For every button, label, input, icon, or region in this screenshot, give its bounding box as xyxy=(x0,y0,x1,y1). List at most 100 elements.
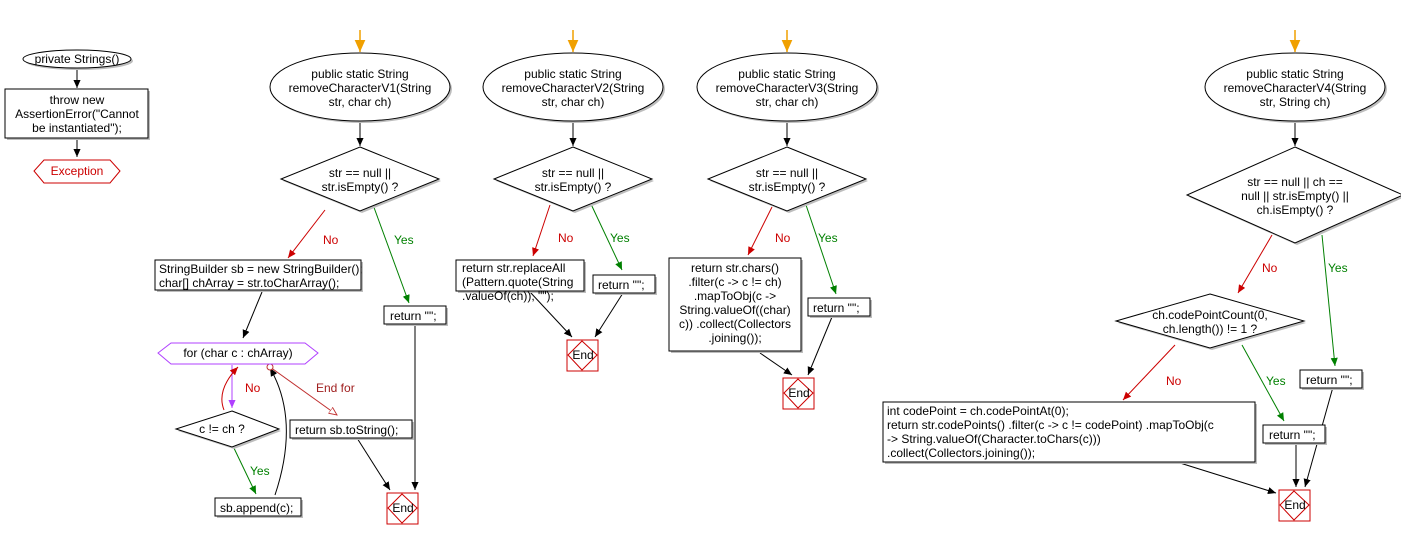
v4-end-node xyxy=(1278,489,1311,522)
edge-v2-decision-no xyxy=(532,204,551,257)
v2-return-empty-label: return ""; xyxy=(598,278,645,292)
edge-v3-decision-no xyxy=(747,206,773,256)
v1-cond-yes-label: Yes xyxy=(250,464,270,478)
v2-return-empty-box xyxy=(592,274,656,294)
edge-v2-replace-end xyxy=(529,291,573,338)
v1-start-line-3: str, char ch) xyxy=(329,95,392,109)
v1-flow: public static String removeCharacterV1(S… xyxy=(154,30,452,525)
edge-v2-decision-yes xyxy=(589,201,623,271)
v4-yes2-label: Yes xyxy=(1266,374,1286,388)
v4-decision-line-2: null || str.isEmpty() || xyxy=(1241,189,1349,203)
v2-start-line-2: removeCharacterV2(String xyxy=(502,81,645,95)
v4-codepoint-line-1: int codePoint = ch.codePointAt(0); xyxy=(887,404,1069,418)
v1-start-line-2: removeCharacterV1(String xyxy=(289,81,432,95)
v3-return-chars-line-1: return str.chars() xyxy=(691,261,779,275)
v4-decision-node xyxy=(1185,146,1401,244)
v4-start-node xyxy=(1204,52,1386,122)
v4-codepoint-line-4: .collect(Collectors.joining()); xyxy=(887,446,1035,460)
v1-return-sb-label: return sb.toString(); xyxy=(295,423,398,437)
v2-start-node xyxy=(482,52,664,122)
v1-cond-label: c != ch ? xyxy=(199,422,245,436)
v3-return-empty-label: return ""; xyxy=(813,301,860,315)
v4-return-empty-2-box xyxy=(1262,424,1326,444)
edge-v4-decision2-no xyxy=(1122,344,1176,401)
v1-return-sb-box xyxy=(289,419,413,439)
v2-return-replace-box xyxy=(455,259,585,292)
v2-end-label: End xyxy=(572,348,593,362)
ctor-throw-line-3: be instantiated"); xyxy=(32,121,122,135)
v2-decision-line-2: str.isEmpty() ? xyxy=(535,180,612,194)
v1-loop-label: for (char c : chArray) xyxy=(183,346,292,360)
v3-decision-node xyxy=(706,146,868,212)
v4-no2-label: No xyxy=(1166,374,1182,388)
edge-v4-decision2-yes xyxy=(1241,344,1285,422)
v3-return-chars-line-4: String.valueOf((char) xyxy=(679,303,790,317)
v4-decision2-line-2: ch.length()) != 1 ? xyxy=(1163,322,1258,336)
v4-start-line-1: public static String xyxy=(1246,67,1343,81)
v1-end-label: End xyxy=(392,501,413,515)
v3-start-line-3: str, char ch) xyxy=(756,95,819,109)
v1-end-diamond xyxy=(387,493,418,524)
v4-start-line-2: removeCharacterV4(String xyxy=(1224,81,1367,95)
v3-return-chars-line-6: .joining()); xyxy=(708,331,761,345)
v1-endfor-label: End for xyxy=(316,381,355,395)
v2-end-diamond xyxy=(567,340,598,371)
v1-start-node xyxy=(269,52,451,122)
exception-label: Exception xyxy=(51,164,104,178)
v1-yes-label: Yes xyxy=(394,233,414,247)
v1-no-label: No xyxy=(323,233,339,247)
ctor-throw-box xyxy=(4,88,149,139)
v1-loop-no-label: No xyxy=(245,381,261,395)
v3-flow: public static String removeCharacterV3(S… xyxy=(668,30,879,410)
ctor-throw-line-2: AssertionError("Cannot xyxy=(15,107,139,121)
v2-flow: public static String removeCharacterV2(S… xyxy=(455,30,665,372)
edge-v1-decision-yes xyxy=(371,201,410,304)
v1-cond-node xyxy=(174,410,281,448)
v3-end-node xyxy=(782,377,815,410)
v3-return-chars-box xyxy=(668,257,802,352)
v1-decision-line-1: str == null || xyxy=(329,166,391,180)
v1-loop-exit-dot xyxy=(266,363,274,371)
v3-end-diamond xyxy=(783,378,814,409)
v2-return-replace-line-3: .valueOf(ch)), ""); xyxy=(462,289,554,303)
v3-no-label: No xyxy=(775,231,791,245)
v3-yes-label: Yes xyxy=(818,231,838,245)
v1-decision-line-2: str.isEmpty() ? xyxy=(322,180,399,194)
v4-return-empty-1-box xyxy=(1299,369,1363,389)
v1-return-empty-label: return ""; xyxy=(390,309,437,323)
v4-end-diamond xyxy=(1279,490,1310,521)
v2-start-line-1: public static String xyxy=(524,67,621,81)
v3-decision-line-2: str.isEmpty() ? xyxy=(749,180,826,194)
v4-decision2-node xyxy=(1114,293,1306,349)
v2-return-replace-line-2: (Pattern.quote(String xyxy=(462,275,573,289)
v3-end-label: End xyxy=(788,386,809,400)
v3-return-chars-line-5: c)) .collect(Collectors xyxy=(679,317,791,331)
edge-v2-returnempty-end xyxy=(594,292,624,338)
edge-v4-decision-no xyxy=(1237,234,1273,294)
edge-v1-decision-no xyxy=(287,209,326,259)
exception-node xyxy=(33,159,121,184)
v4-codepoint-line-3: -> String.valueOf(Character.toChars(c))) xyxy=(887,432,1101,446)
v4-no-label: No xyxy=(1262,261,1278,275)
v4-decision-line-3: ch.isEmpty() ? xyxy=(1257,203,1334,217)
v4-decision-line-1: str == null || ch == xyxy=(1247,175,1343,189)
v2-decision-node xyxy=(492,146,654,212)
v4-return-empty-2-label: return ""; xyxy=(1269,428,1316,442)
ctor-start-node xyxy=(22,49,132,69)
ctor-throw-line-1: throw new xyxy=(50,93,105,107)
v1-end-node xyxy=(386,492,419,525)
v3-start-line-2: removeCharacterV3(String xyxy=(716,81,859,95)
constructor-flow: private Strings() throw new AssertionErr… xyxy=(4,49,150,184)
v4-decision2-line-1: ch.codePointCount(0, xyxy=(1152,308,1267,322)
v1-append-label: sb.append(c); xyxy=(220,501,293,515)
v4-flow: public static String removeCharacterV4(S… xyxy=(882,30,1401,522)
edge-v4-codepoint-end xyxy=(1179,462,1277,495)
edge-v1-append-loop xyxy=(269,367,287,496)
v1-append-box xyxy=(214,497,302,517)
edge-v3-returnempty-end xyxy=(807,316,833,376)
v4-codepoint-line-2: return str.codePoints() .filter(c -> c !… xyxy=(887,418,1214,432)
v2-end-node xyxy=(566,339,599,372)
v2-yes-label: Yes xyxy=(610,231,630,245)
